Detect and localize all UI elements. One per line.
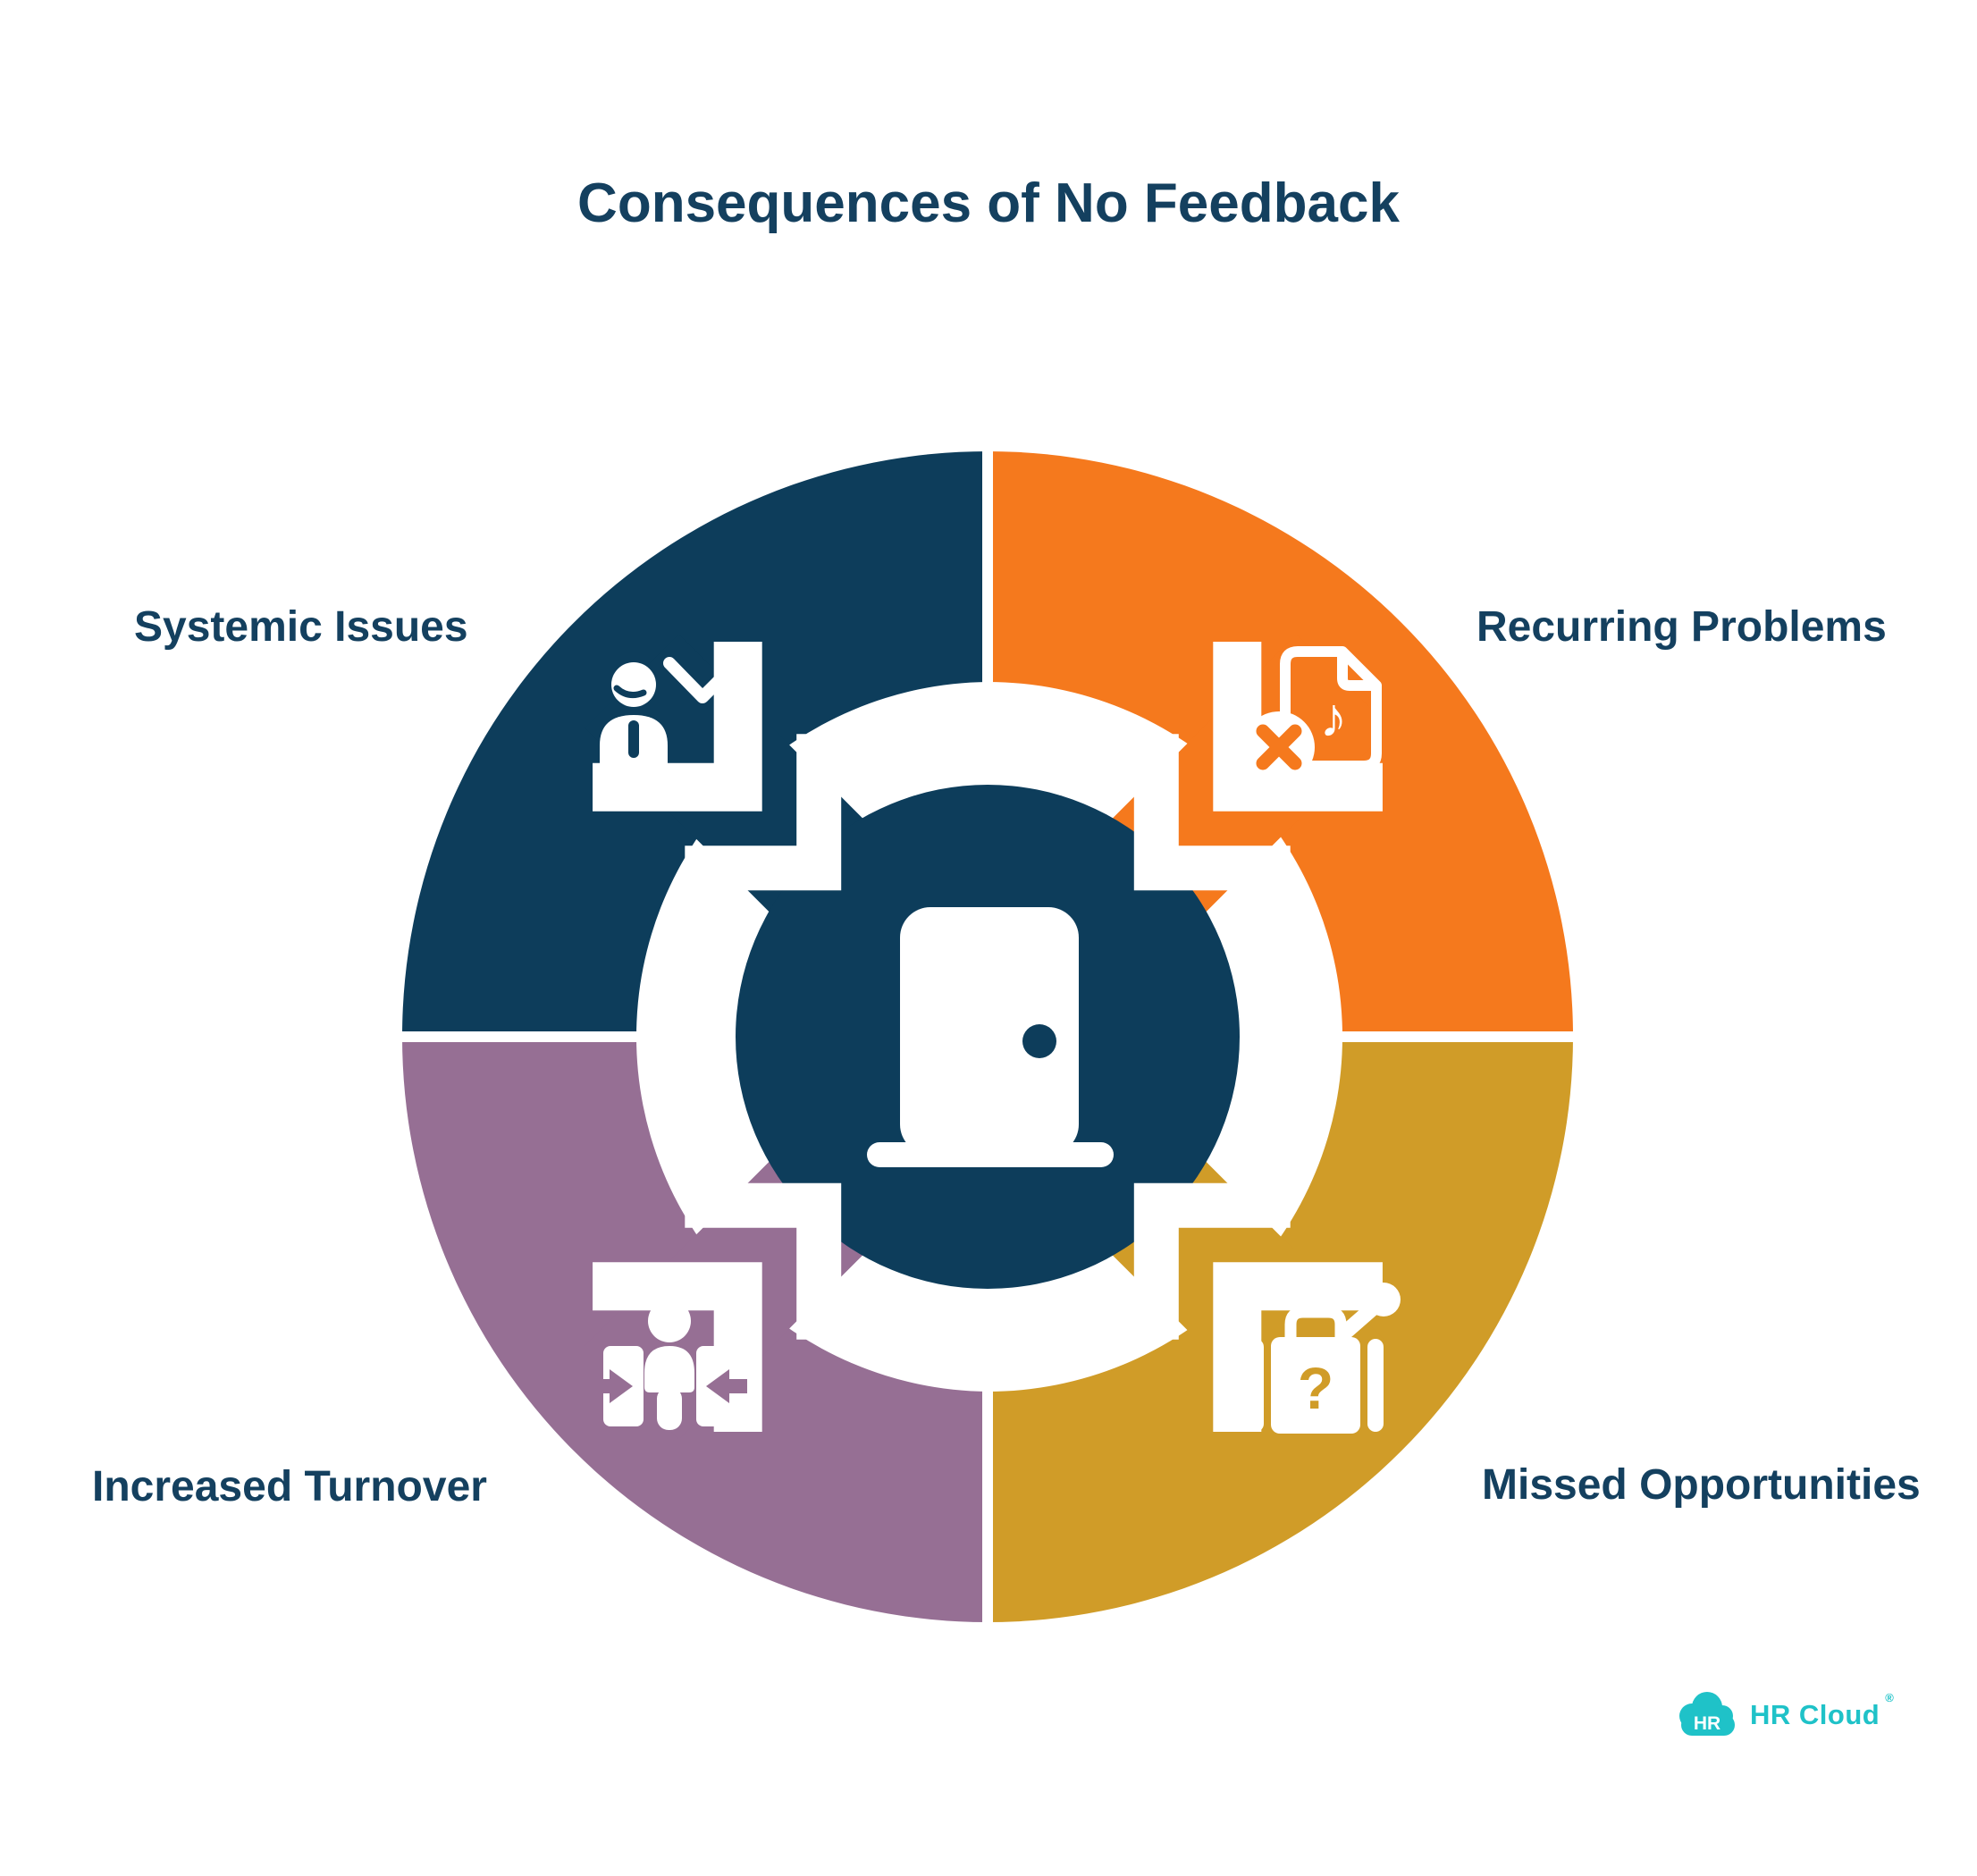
registered-trademark: ®: [1885, 1691, 1894, 1704]
employee-decline-icon: [600, 657, 761, 785]
label-increased-turnover: Increased Turnover: [92, 1463, 487, 1510]
hr-cloud-wordmark: HR Cloud: [1750, 1699, 1880, 1730]
label-systemic-issues: Systemic Issues: [134, 603, 468, 651]
label-missed-opportunities: Missed Opportunities: [1482, 1461, 1921, 1509]
door-threshold: [867, 1142, 1114, 1167]
door-icon: [867, 907, 1114, 1167]
employee-exit-icon: [592, 1300, 747, 1430]
hr-cloud-icon: HR: [1679, 1692, 1735, 1736]
question-mark-glyph: ?: [1298, 1355, 1333, 1421]
label-recurring-problems: Recurring Problems: [1476, 603, 1887, 651]
briefcase-question-icon: ?: [1248, 1283, 1401, 1434]
hr-badge-text: HR: [1694, 1713, 1720, 1734]
music-note-glyph: ♪: [1320, 687, 1348, 749]
hr-cloud-logo: HR HR Cloud ®: [1677, 1689, 1894, 1741]
door-panel: [900, 907, 1079, 1155]
door-knob: [1022, 1024, 1056, 1058]
error-document-icon: ♪: [1243, 646, 1382, 783]
page-title: Consequences of No Feedback: [577, 172, 1400, 234]
